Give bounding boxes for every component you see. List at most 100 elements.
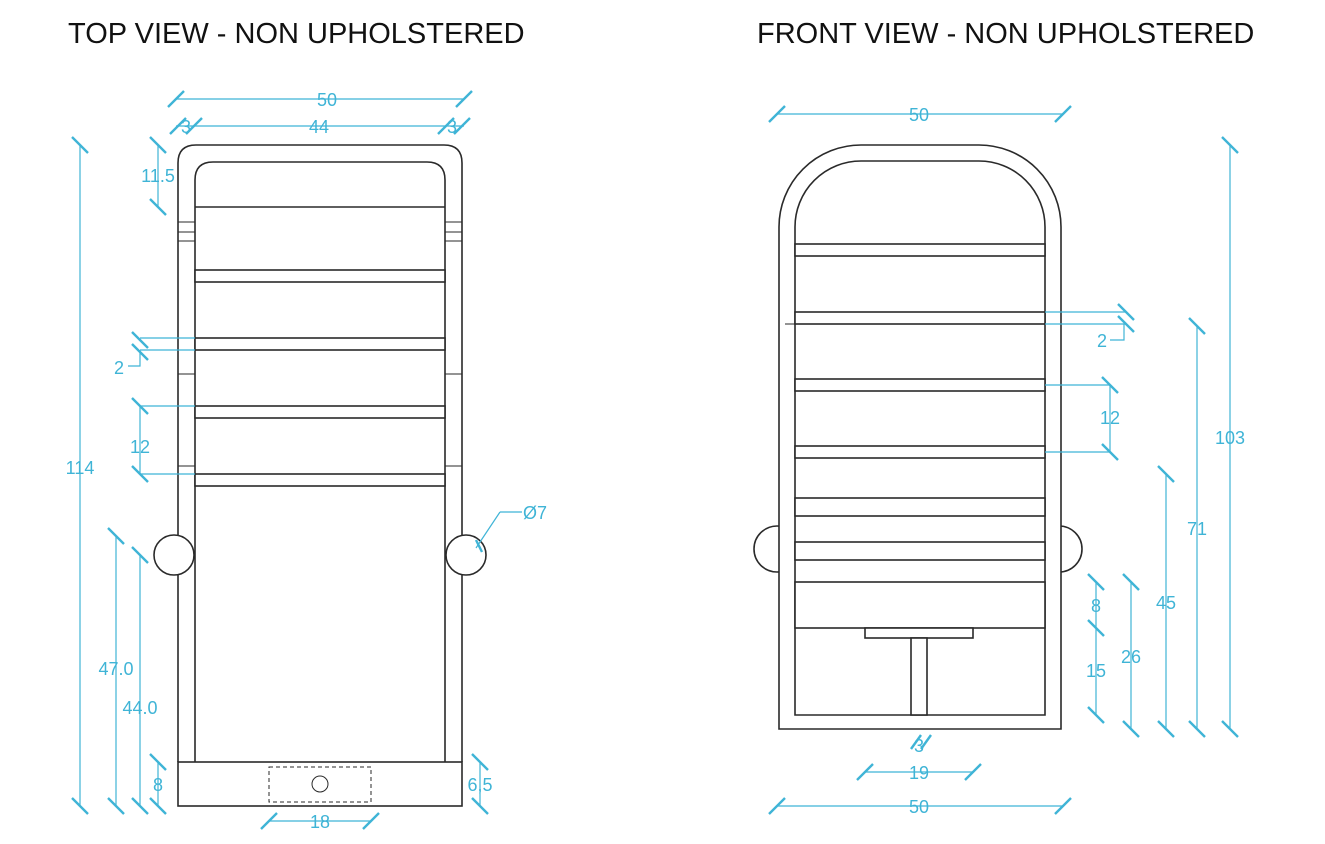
dim-tick xyxy=(964,763,982,781)
dim-tick xyxy=(768,797,786,815)
dim-tick xyxy=(131,465,149,483)
top-slat xyxy=(194,405,446,419)
dim-tick xyxy=(1122,720,1140,738)
dim-tick xyxy=(362,812,380,830)
dim-tick xyxy=(71,136,89,154)
dim-tick xyxy=(1087,619,1105,637)
front-slat xyxy=(794,311,1046,325)
dim-tick xyxy=(131,331,149,349)
top-slat xyxy=(194,269,446,283)
dim-leader xyxy=(475,511,501,549)
front-slat xyxy=(794,445,1046,459)
dim-tick xyxy=(1087,573,1105,591)
dim-tick xyxy=(1221,720,1239,738)
top-foot-hole xyxy=(311,775,329,793)
dim-tick xyxy=(474,539,484,553)
dim-tick xyxy=(149,198,167,216)
dim-front-overall-width-bottom: 50 xyxy=(909,797,929,817)
dim-tick xyxy=(471,797,489,815)
front-slat xyxy=(794,243,1046,257)
top-frame-outer xyxy=(177,144,463,762)
dim-front-height-45: 45 xyxy=(1156,593,1176,613)
dim-top-side-right: 3 xyxy=(447,117,457,137)
top-view-title: TOP VIEW - NON UPHOLSTERED xyxy=(68,18,525,50)
front-pedestal-post xyxy=(910,637,928,716)
dim-top-overall-width: 50 xyxy=(317,90,337,110)
dim-top-back-depth: 11.5 xyxy=(141,166,175,186)
front-view-dimensions: 50 2 12 103 71 45 26 xyxy=(768,105,1245,817)
dim-tick xyxy=(1117,303,1135,321)
top-wheel-right xyxy=(445,534,487,576)
dim-front-height-103: 103 xyxy=(1215,428,1245,448)
top-frame-inner xyxy=(194,161,446,762)
dim-tick xyxy=(131,397,149,415)
dim-tick xyxy=(107,797,125,815)
dim-tick xyxy=(910,734,922,750)
dim-tick xyxy=(1087,706,1105,724)
dim-tick xyxy=(768,105,786,123)
dim-front-base-width: 19 xyxy=(909,763,929,783)
dim-top-slat-spacing: 12 xyxy=(130,437,150,457)
top-view-dimensions: 50 44 3 3 11.5 114 2 12 xyxy=(66,90,547,832)
dim-tick xyxy=(920,734,932,750)
dim-front-overall-width-top: 50 xyxy=(909,105,929,125)
dim-tick xyxy=(1188,317,1206,335)
dim-tick xyxy=(107,527,125,545)
dim-tick xyxy=(131,546,149,564)
dim-tick xyxy=(856,763,874,781)
dim-tick xyxy=(149,136,167,154)
dim-top-side-left: 3 xyxy=(181,117,191,137)
dim-tick xyxy=(169,117,187,135)
dim-tick xyxy=(471,753,489,771)
dim-tick xyxy=(1188,720,1206,738)
dim-top-axle-47: 47.0 xyxy=(98,659,133,679)
dim-front-height-8: 8 xyxy=(1091,596,1101,616)
dim-tick xyxy=(453,117,471,135)
top-slat xyxy=(194,473,446,487)
front-seat xyxy=(794,581,1046,629)
dim-top-foot-width: 18 xyxy=(310,812,330,832)
top-wheel-left xyxy=(153,534,195,576)
dim-tick xyxy=(71,797,89,815)
dim-top-overall-length: 114 xyxy=(66,458,95,478)
dim-front-slat-thickness: 2 xyxy=(1097,331,1107,351)
dim-tick xyxy=(1054,797,1072,815)
top-foot-plate xyxy=(268,766,372,803)
dim-top-axle-44: 44.0 xyxy=(122,698,157,718)
dim-tick xyxy=(1122,573,1140,591)
dim-tick xyxy=(167,90,185,108)
front-view-drawing xyxy=(753,144,1083,730)
front-pedestal-plate xyxy=(864,627,974,639)
dim-top-inner-width: 44 xyxy=(309,117,329,137)
dim-tick xyxy=(437,117,455,135)
dim-tick xyxy=(1054,105,1072,123)
dim-top-slat-thickness: 2 xyxy=(114,358,124,378)
dim-tick xyxy=(1221,136,1239,154)
dim-tick xyxy=(149,753,167,771)
top-view-drawing xyxy=(153,144,487,807)
dim-tick xyxy=(1117,315,1135,333)
dim-tick xyxy=(1101,443,1119,461)
front-view-title: FRONT VIEW - NON UPHOLSTERED xyxy=(757,18,1255,50)
dim-top-foot-8: 8 xyxy=(153,775,163,795)
dim-tick xyxy=(149,797,167,815)
top-slat xyxy=(194,337,446,351)
dim-tick xyxy=(131,797,149,815)
dim-front-height-15: 15 xyxy=(1086,661,1106,681)
front-slat xyxy=(794,541,1046,561)
dim-tick xyxy=(1157,465,1175,483)
dim-top-foot-6-5: 6,5 xyxy=(467,775,492,795)
front-slat xyxy=(794,378,1046,392)
dim-tick xyxy=(1101,376,1119,394)
dim-front-height-71: 71 xyxy=(1187,519,1207,539)
dim-tick xyxy=(1157,720,1175,738)
dim-top-wheel-diameter: Ø7 xyxy=(523,503,547,523)
dim-tick xyxy=(185,117,203,135)
dim-front-post-3: 3 xyxy=(914,736,924,756)
dim-tick xyxy=(455,90,473,108)
front-frame-inner xyxy=(794,160,1046,716)
dim-front-slat-spacing: 12 xyxy=(1100,408,1120,428)
dim-leader xyxy=(1110,324,1125,341)
dim-front-height-26: 26 xyxy=(1121,647,1141,667)
